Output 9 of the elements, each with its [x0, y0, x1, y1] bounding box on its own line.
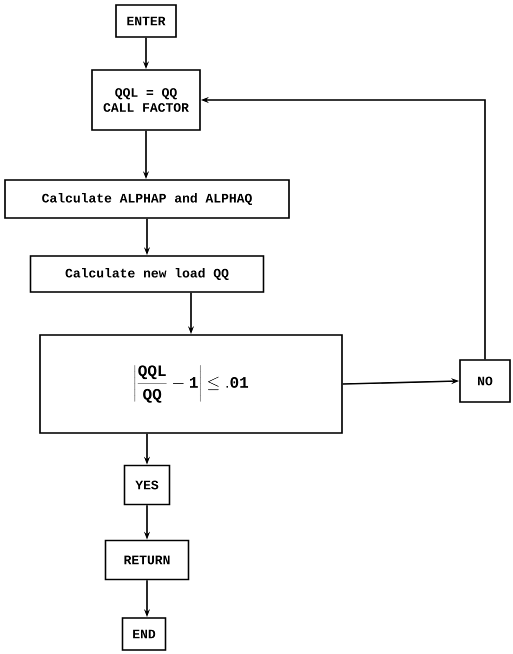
process-box: YES [124, 464, 170, 506]
process-box: QQL = QQ CALL FACTOR [91, 69, 201, 131]
process-box: ENTER [115, 4, 177, 38]
process-box: Calculate new load QQ [30, 255, 264, 293]
process-box: RETURN [104, 540, 190, 580]
process-box: END [122, 617, 166, 651]
process-box: Calculate ALPHAP and ALPHAQ [4, 179, 290, 219]
process-box: NO [459, 359, 511, 403]
decision-box: $\left|\frac{\mathbf{QQL}}{\mathbf{QQ}} - \mathbf{1}\right| \leq \mathbf{.01}$ [39, 334, 343, 434]
